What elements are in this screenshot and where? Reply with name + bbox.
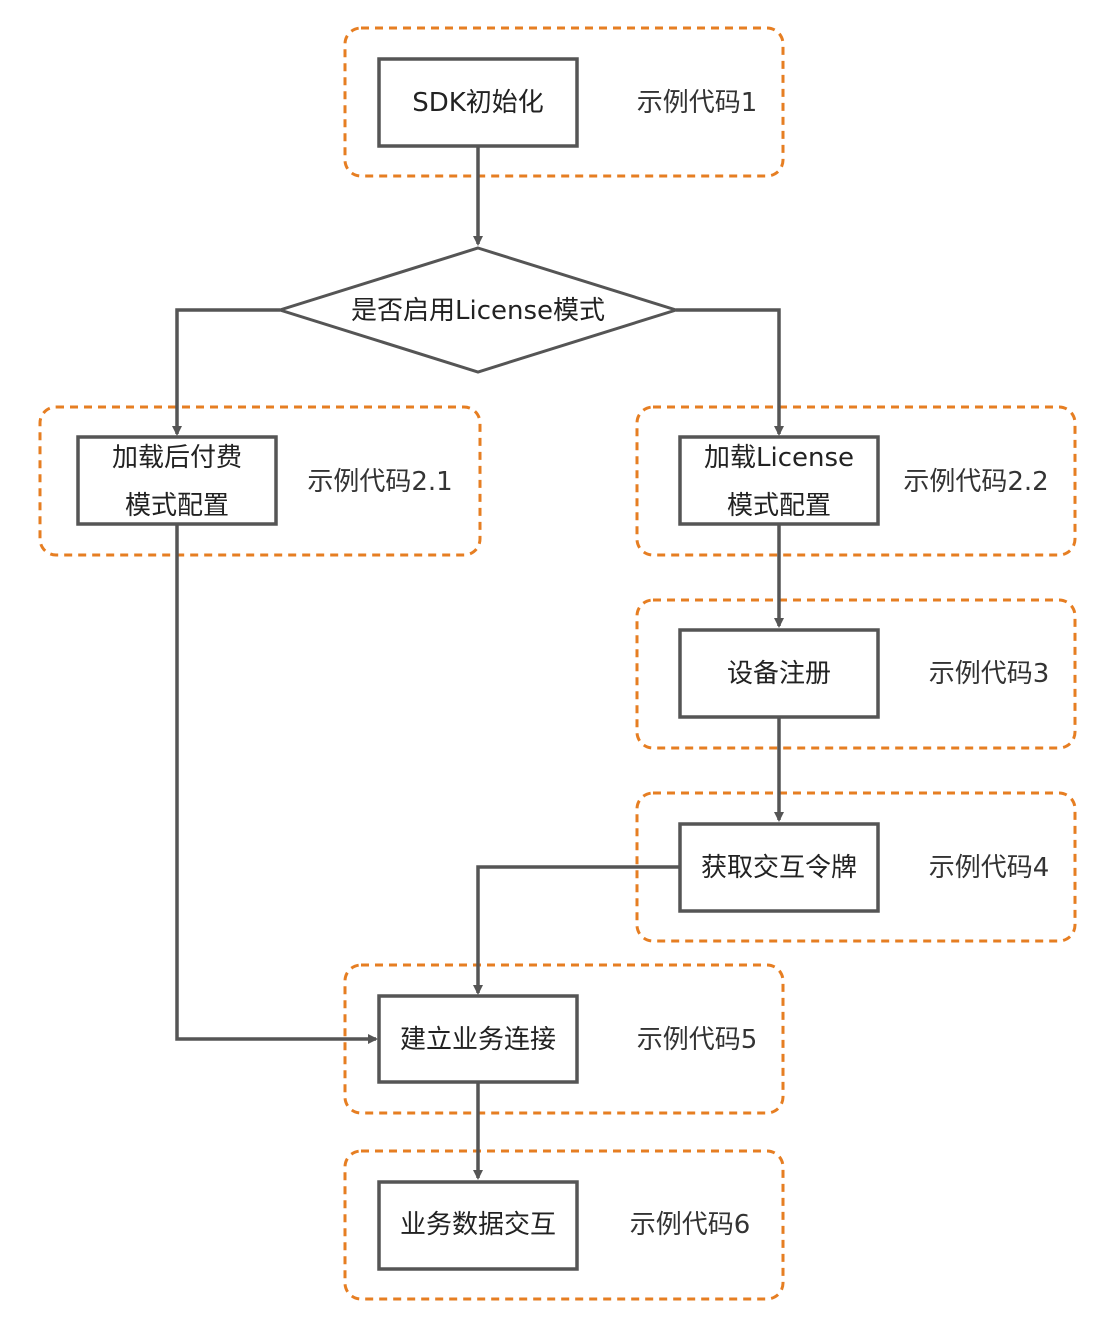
postpaid-label-line1: 加载后付费 (112, 443, 242, 473)
group-box-2-1 (38, 405, 482, 557)
code-label-2-2: 示例代码2.2 (903, 467, 1048, 497)
edge-token-to-connect (473, 865, 680, 995)
sdk-init-label: SDK初始化 (412, 88, 544, 118)
connect-label: 建立业务连接 (400, 1025, 556, 1055)
edge-postpaid-to-connect (175, 524, 378, 1044)
group-box-2-2 (635, 405, 1077, 557)
get-token-label: 获取交互令牌 (701, 853, 857, 883)
connect-box (377, 994, 579, 1084)
group-box-5 (343, 963, 785, 1115)
code-label-1: 示例代码1 (637, 88, 758, 118)
code-label-5: 示例代码5 (637, 1025, 758, 1055)
group-box-4 (635, 791, 1077, 943)
data-exchange-label: 业务数据交互 (400, 1210, 556, 1240)
edge-decision-to-postpaid (172, 308, 280, 436)
license-label-line1: 加载License (704, 443, 854, 473)
sdk-init-box (377, 57, 579, 148)
code-label-3: 示例代码3 (929, 659, 1050, 689)
device-register-box (678, 628, 880, 719)
group-box-1 (343, 26, 785, 178)
license-mode-decision (274, 246, 682, 374)
postpaid-label-line2: 模式配置 (125, 491, 229, 521)
group-box-6 (343, 1149, 785, 1301)
edge-decision-to-license (676, 308, 784, 436)
license-label-line2: 模式配置 (727, 491, 831, 521)
license-config-box (678, 435, 880, 526)
decision-label: 是否启用License模式 (351, 296, 605, 326)
code-label-6: 示例代码6 (630, 1210, 751, 1240)
data-exchange-box (377, 1180, 579, 1271)
get-token-box (678, 822, 880, 913)
code-label-2-1: 示例代码2.1 (307, 467, 452, 497)
group-box-3 (635, 598, 1077, 750)
postpaid-config-box (76, 435, 278, 526)
code-label-4: 示例代码4 (929, 853, 1050, 883)
device-register-label: 设备注册 (727, 659, 831, 689)
